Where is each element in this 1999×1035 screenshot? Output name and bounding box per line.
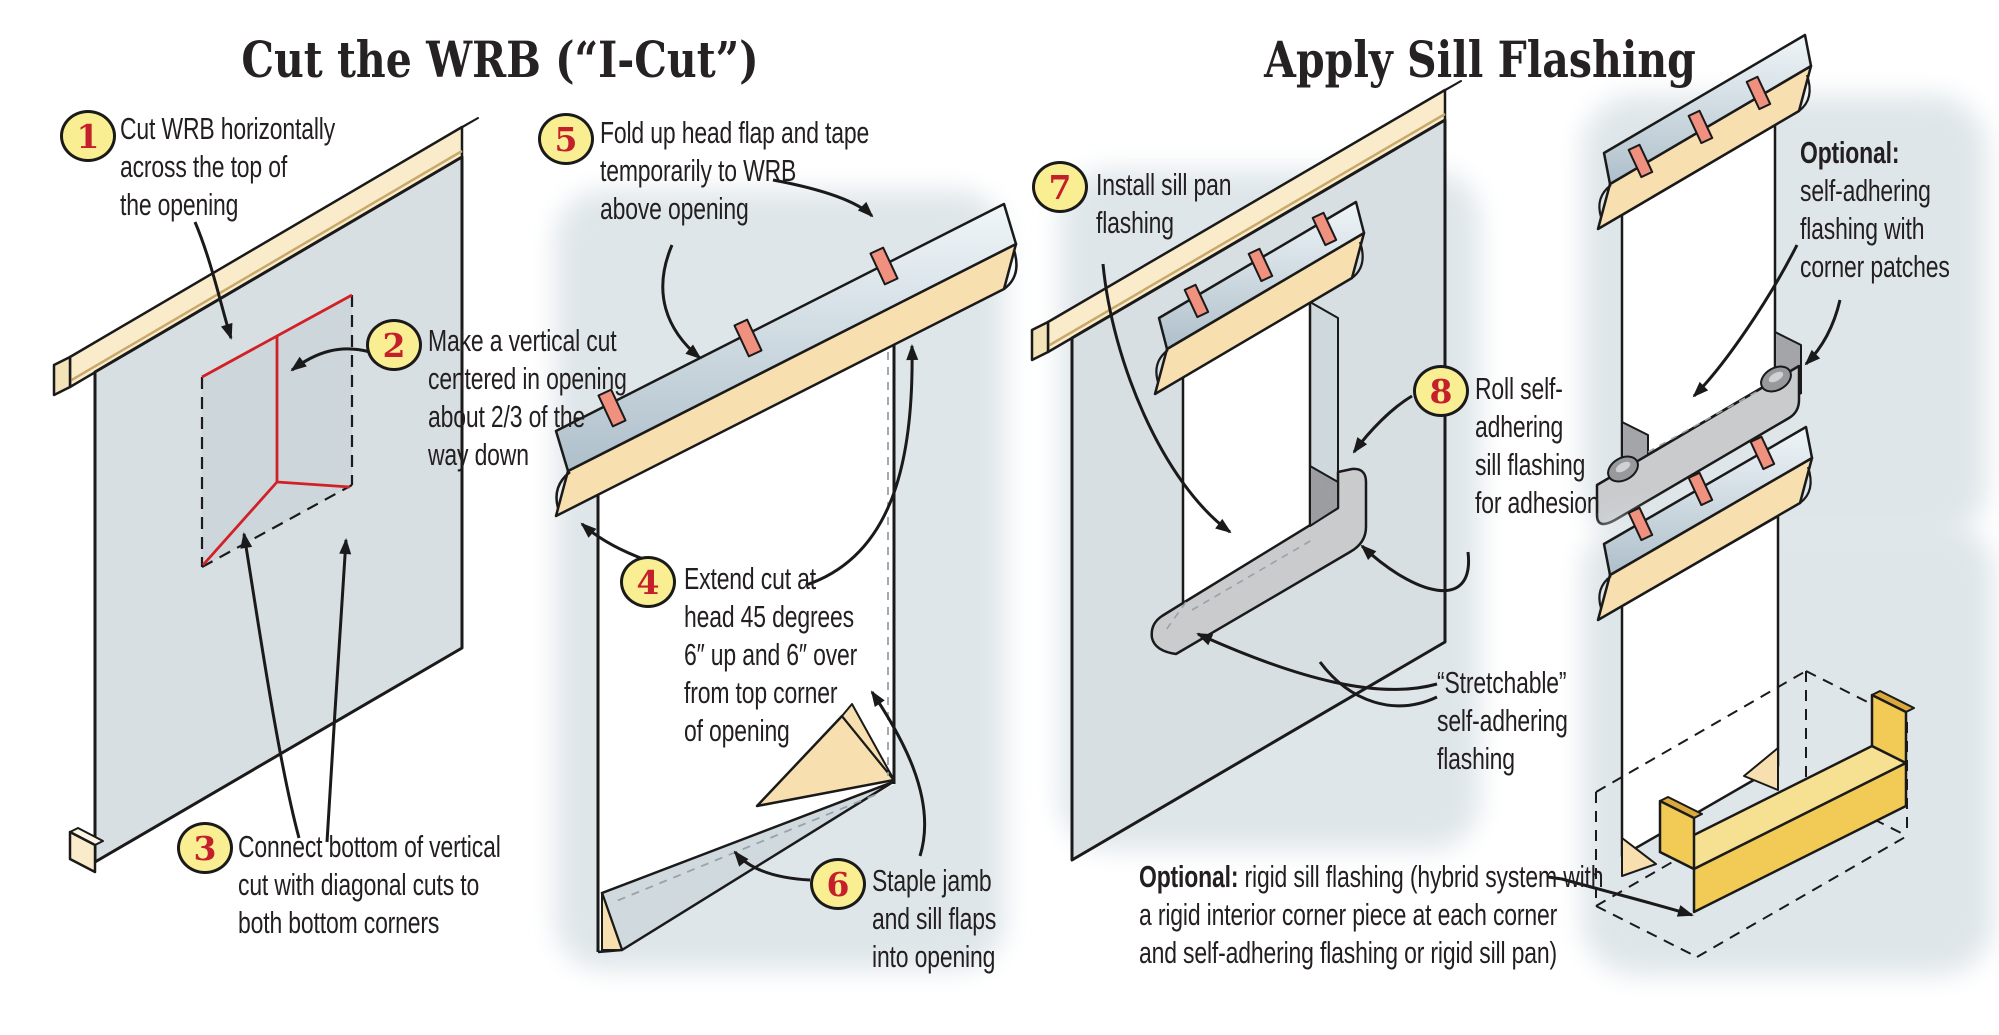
- folded-flaps-drawing: [554, 178, 1018, 970]
- rigid-pan-drawing: [1547, 425, 1994, 975]
- callout-2-text: Make a vertical cut centered in opening …: [428, 323, 627, 472]
- callout-5-badge: 5: [538, 113, 594, 165]
- corner-patches: [1607, 365, 1792, 483]
- callout-5-text: Fold up head flap and tape temporarily t…: [600, 115, 870, 226]
- optional-corner-note: Optional: self-adhering flashing with co…: [1800, 135, 1950, 284]
- stretchable-note: “Stretchable” self-adhering flashing: [1437, 665, 1568, 776]
- optional-corner-arrows: [1692, 244, 1842, 398]
- callout-8-text: Roll self- adhering sill flashing for ad…: [1475, 371, 1600, 520]
- left-panel-title: Cut the WRB (“I-Cut”): [241, 30, 759, 89]
- callout-8-badge: 8: [1413, 365, 1469, 417]
- callout-7-badge: 7: [1032, 161, 1088, 213]
- corner-patch-drawing: [1582, 33, 1987, 540]
- middle-callout-arrows: [580, 178, 927, 882]
- sill-pan-drawing: [1030, 80, 1480, 862]
- head-flap: [554, 202, 1018, 518]
- callout-3-badge: 3: [177, 822, 233, 874]
- callout-1-text: Cut WRB horizontally across the top of t…: [120, 111, 336, 222]
- callout-1-badge: 1: [60, 110, 116, 162]
- callout-3-text: Connect bottom of vertical cut with diag…: [238, 829, 501, 940]
- head-flap-2: [1153, 200, 1366, 396]
- optional-rigid-note: Optional: rigid sill flashing (hybrid sy…: [1139, 859, 1604, 970]
- callout-7-text: Install sill pan flashing: [1096, 167, 1232, 240]
- left-callout-arrows: [193, 221, 371, 843]
- self-adhering-flashing: [1595, 331, 1803, 526]
- right-callout-arrows: [1101, 263, 1471, 708]
- optional-rigid-arrow: [1547, 875, 1694, 917]
- right-panel-title: Apply Sill Flashing: [1264, 30, 1696, 89]
- i-cut-lines: [201, 293, 353, 566]
- wall-icut-drawing: [52, 117, 479, 874]
- callout-4-text: Extend cut at head 45 degrees 6″ up and …: [684, 561, 858, 748]
- rigid-sill-pan: [1658, 690, 1915, 914]
- callout-4-badge: 4: [620, 556, 676, 608]
- callout-6-text: Staple jamb and sill flaps into opening: [872, 863, 997, 974]
- callout-2-badge: 2: [366, 319, 422, 371]
- sill-pan-flashing: [1150, 465, 1368, 656]
- callout-6-badge: 6: [810, 858, 866, 910]
- tape-pieces: [597, 246, 899, 428]
